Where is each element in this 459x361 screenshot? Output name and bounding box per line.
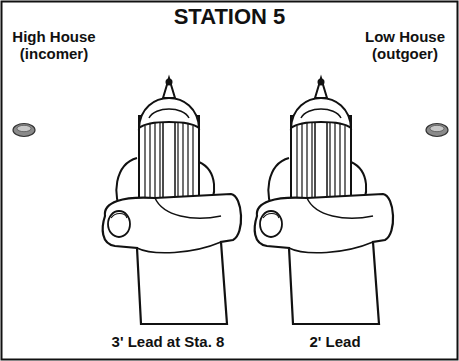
house-label: Low House (outgoer) (357, 28, 453, 63)
lead-label: 3' Lead at Sta. 8 (112, 333, 225, 350)
station-title: STATION 5 (174, 4, 286, 29)
gun-and-hand (255, 78, 393, 324)
clay-target (13, 124, 35, 137)
clay-target (426, 124, 448, 137)
gun-and-hand (103, 78, 241, 324)
lead-label: 2' Lead (309, 333, 360, 350)
house-label: High House (incomer) (6, 28, 102, 63)
